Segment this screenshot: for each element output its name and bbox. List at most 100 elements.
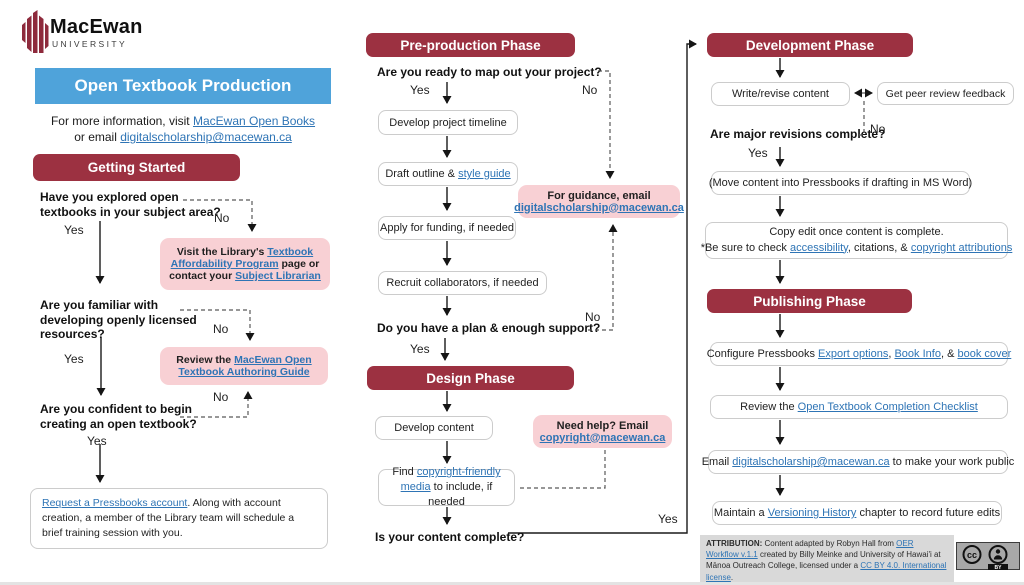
- brand-subtitle: UNIVERSITY: [52, 39, 128, 49]
- step-text: Copy edit once content is complete.: [769, 226, 944, 239]
- step-email-to-publish: Email digitalscholarship@macewan.ca to m…: [702, 450, 1014, 474]
- step-recruit-collaborators: Recruit collaborators, if needed: [378, 271, 547, 295]
- step-move-content-pressbooks: (Move content into Pressbooks if draftin…: [708, 171, 973, 195]
- step-review-completion-checklist: Review the Open Textbook Completion Chec…: [710, 395, 1008, 419]
- step-text: Develop content: [394, 422, 474, 434]
- phase-banner-getting-started: Getting Started: [33, 154, 240, 181]
- info-text: For more information, visit MacEwan Open…: [30, 113, 336, 145]
- info-line2-text: or email: [74, 130, 121, 145]
- question-familiar-open-licensing: Are you familiar with developing openly …: [40, 298, 197, 342]
- step-text: (Move content into Pressbooks if draftin…: [708, 177, 973, 189]
- step-text: Recruit collaborators, if needed: [386, 277, 539, 289]
- label-no: No: [585, 310, 601, 324]
- phase-banner-preproduction: Pre-production Phase: [366, 33, 575, 57]
- cc-by-badge: cc BY: [956, 542, 1020, 570]
- link-digitalscholarship-email[interactable]: digitalscholarship@macewan.ca: [514, 201, 684, 214]
- attribution-note: ATTRIBUTION: Content adapted by Robyn Ha…: [700, 535, 954, 582]
- link-digitalscholarship-email[interactable]: digitalscholarship@macewan.ca: [732, 456, 890, 468]
- label-yes: Yes: [64, 352, 84, 366]
- step-text: to include, if needed: [428, 481, 493, 508]
- link-textbook-affordability-program[interactable]: Textbook Affordability Program: [170, 246, 314, 270]
- action-request-pressbooks-account: Request a Pressbooks account. Along with…: [30, 488, 328, 549]
- link-style-guide[interactable]: style guide: [458, 168, 511, 180]
- step-text: Develop project timeline: [389, 116, 507, 129]
- action-review-authoring-guide: Review the MacEwan Open Textbook Authori…: [160, 347, 328, 385]
- step-text: , &: [940, 348, 958, 360]
- link-accessibility[interactable]: accessibility: [789, 241, 848, 254]
- link-digitalscholarship-email[interactable]: digitalscholarship@macewan.ca: [120, 130, 292, 145]
- link-book-cover[interactable]: book cover: [957, 348, 1012, 360]
- attribution-text: .: [730, 572, 734, 582]
- link-versioning-history[interactable]: Versioning History: [767, 507, 857, 519]
- step-text: to make your work public: [889, 456, 1015, 468]
- step-text: Review the: [740, 401, 798, 413]
- label-no: No: [582, 83, 598, 97]
- phase-banner-development: Development Phase: [707, 33, 913, 57]
- link-macewan-open-books[interactable]: MacEwan Open Books: [192, 114, 316, 128]
- step-text: Apply for funding, if needed: [380, 222, 514, 234]
- dashed-needhelp-media: [517, 450, 606, 489]
- phase-banner-publishing: Publishing Phase: [707, 289, 912, 313]
- label-yes: Yes: [64, 223, 84, 237]
- step-find-copyright-friendly-media: Find copyright-friendly media to include…: [378, 466, 515, 508]
- brand-name: MacEwan: [50, 16, 143, 38]
- attribution-text: Content adapted by Robyn Hall from: [762, 539, 897, 548]
- step-text: Write/revise content: [731, 88, 829, 100]
- dashed-pre-q1-no: [598, 70, 615, 179]
- info-line1-text: For more information, visit: [50, 114, 193, 128]
- link-copyright-friendly-media[interactable]: copyright-friendly media: [400, 466, 501, 494]
- link-request-pressbooks-account[interactable]: Request a Pressbooks account: [42, 496, 188, 509]
- step-apply-for-funding: Apply for funding, if needed: [378, 216, 516, 240]
- action-need-help-email: Need help? Email copyright@macewan.ca: [533, 415, 672, 448]
- question-major-revisions-complete: Are major revisions complete?: [710, 127, 886, 141]
- step-text: Email: [701, 456, 733, 468]
- label-no: No: [214, 211, 230, 225]
- question-plan-enough-support: Do you have a plan & enough support?: [377, 321, 601, 335]
- attribution-label: ATTRIBUTION:: [706, 539, 763, 548]
- label-yes: Yes: [410, 83, 430, 97]
- label-yes: Yes: [658, 512, 678, 526]
- pink1-text1: Visit the Library's: [176, 246, 268, 258]
- label-yes: Yes: [87, 434, 107, 448]
- link-oer-workflow[interactable]: OER Workflow v.1.1: [706, 539, 914, 560]
- page-title: Open Textbook Production: [35, 68, 331, 104]
- label-yes: Yes: [410, 342, 430, 356]
- step-text: Maintain a: [713, 507, 768, 519]
- phase-banner-design: Design Phase: [367, 366, 574, 390]
- step-text: , citations, &: [847, 241, 911, 254]
- label-no: No: [870, 122, 886, 136]
- question-confident-to-begin: Are you confident to begin creating an o…: [40, 402, 197, 431]
- action-visit-library-program: Visit the Library's Textbook Affordabili…: [160, 238, 330, 290]
- step-maintain-versioning-history: Maintain a Versioning History chapter to…: [712, 501, 1002, 525]
- step-draft-outline-style-guide: Draft outline & style guide: [378, 162, 518, 186]
- question-ready-to-map: Are you ready to map out your project?: [377, 65, 602, 79]
- link-copyright-email[interactable]: copyright@macewan.ca: [539, 431, 666, 444]
- need-help-text: Need help? Email: [556, 419, 649, 432]
- link-subject-librarian[interactable]: Subject Librarian: [235, 270, 321, 282]
- link-export-options[interactable]: Export options: [818, 348, 889, 360]
- step-get-peer-review-feedback: Get peer review feedback: [877, 82, 1014, 105]
- by-label: BY: [995, 565, 1003, 570]
- page-edge: [0, 582, 1024, 585]
- step-text: Draft outline &: [385, 168, 459, 180]
- pink2-text1: Review the: [176, 354, 235, 366]
- step-text: Configure Pressbooks: [706, 348, 819, 360]
- person-icon: [988, 545, 1008, 564]
- step-configure-pressbooks: Configure Pressbooks Export options, Boo…: [706, 342, 1012, 366]
- question-explored-open-textbooks: Have you explored open textbooks in your…: [40, 190, 221, 219]
- step-text: chapter to record future edits: [856, 507, 1001, 519]
- link-cc-by-license[interactable]: CC BY 4.0. International license: [706, 561, 947, 582]
- cc-icon: cc: [967, 550, 977, 560]
- pink1-text2: page or contact your: [169, 258, 320, 282]
- link-authoring-guide[interactable]: MacEwan Open Textbook Authoring Guide: [178, 354, 312, 378]
- macewan-logo-icon: [22, 10, 49, 53]
- link-completion-checklist[interactable]: Open Textbook Completion Checklist: [797, 401, 978, 413]
- step-text: Get peer review feedback: [885, 87, 1006, 100]
- link-copyright-attributions[interactable]: copyright attributions: [910, 241, 1013, 254]
- guidance-text: For guidance, email: [547, 189, 651, 202]
- request-text: . Along with account creation, a member …: [42, 496, 295, 540]
- label-no: No: [213, 322, 229, 336]
- link-book-info[interactable]: Book Info: [894, 348, 941, 360]
- step-write-revise-content: Write/revise content: [711, 82, 850, 106]
- attribution-text: created by Billy Meinke and University o…: [706, 550, 941, 571]
